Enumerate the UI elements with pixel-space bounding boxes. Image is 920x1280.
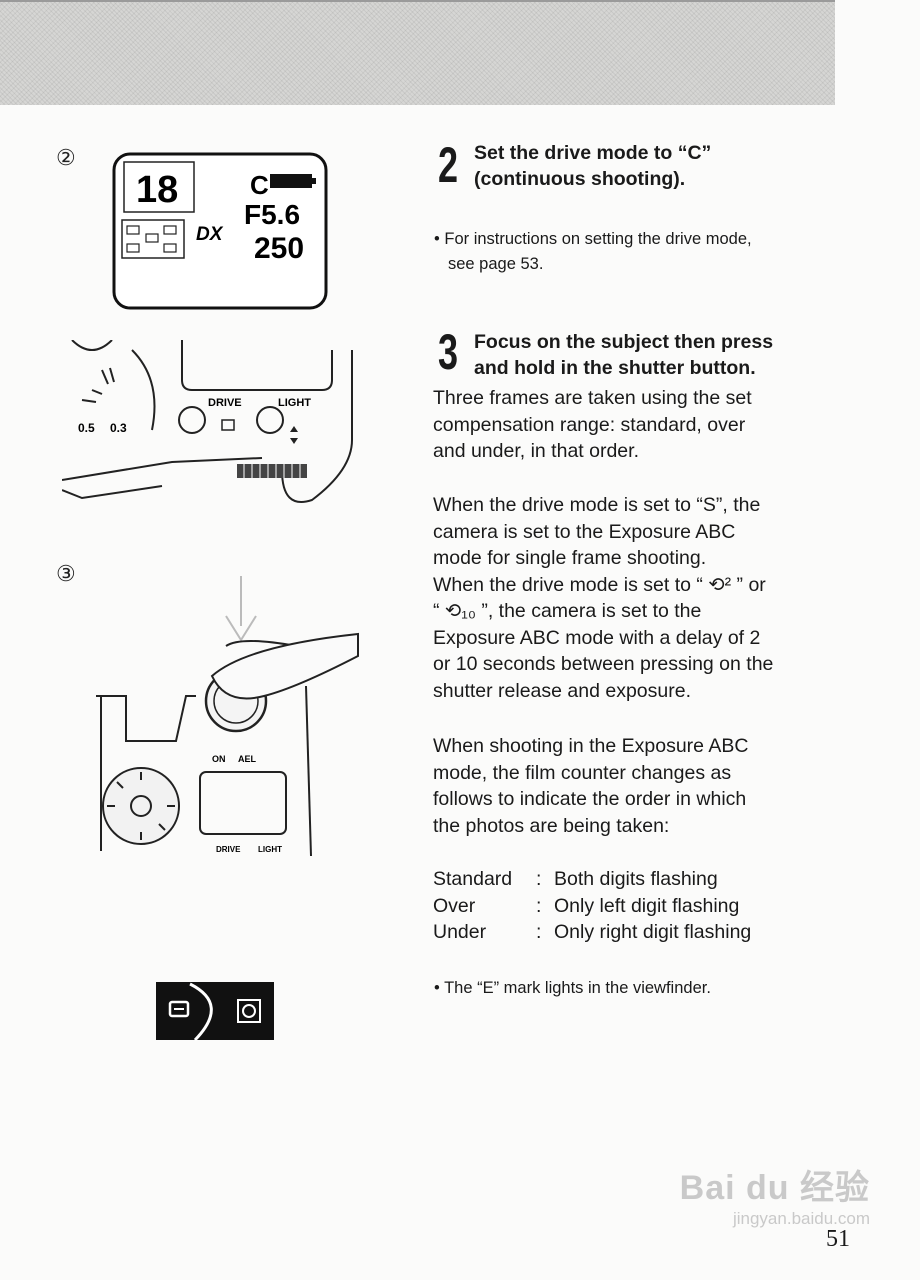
step-3-paragraph-2: When the drive mode is set to “S”, the c… bbox=[433, 492, 773, 704]
row-description: Only left digit flashing bbox=[554, 894, 740, 917]
viewfinder-e-mark-illustration bbox=[156, 982, 274, 1042]
text-line: Three frames are taken using the set bbox=[433, 387, 752, 409]
row-description: Both digits flashing bbox=[554, 868, 718, 890]
camera-ael-label: AEL bbox=[238, 754, 257, 764]
text-line: When the drive mode is set to “S”, the bbox=[433, 494, 761, 516]
viewfinder-note: • The “E” mark lights in the viewfinder. bbox=[434, 979, 711, 997]
text-line: When shooting in the Exposure ABC bbox=[433, 735, 749, 757]
text-line: compensation range: standard, over bbox=[433, 413, 746, 436]
camera-light-label: LIGHT bbox=[258, 845, 282, 854]
lcd-dx: DX bbox=[196, 224, 224, 245]
camera-on-label: ON bbox=[212, 754, 226, 764]
text-line: Exposure ABC mode with a delay of 2 bbox=[433, 626, 761, 649]
drive-dial-illustration: 0.5 0.3 DRIVE LIGHT bbox=[62, 340, 353, 503]
table-row: Standard : Both digits flashing bbox=[433, 866, 751, 893]
page-number: 51 bbox=[826, 1226, 850, 1252]
watermark: Bai du 经验 jingyan.baidu.com bbox=[650, 1160, 870, 1229]
step-2-note-line-2: see page 53. bbox=[448, 255, 544, 273]
step-2-title-line-1: Set the drive mode to “C” bbox=[474, 142, 712, 164]
row-label: Over bbox=[433, 894, 476, 917]
lcd-mode: C bbox=[250, 170, 269, 200]
dial-light-label: LIGHT bbox=[278, 397, 311, 409]
step-2-number: 2 bbox=[438, 137, 459, 193]
camera-drive-label: DRIVE bbox=[216, 845, 241, 854]
lcd-shutter: 250 bbox=[254, 232, 304, 265]
figure-3-marker: ③ bbox=[56, 562, 76, 587]
text-line: follows to indicate the order in which bbox=[433, 788, 747, 810]
row-separator: : bbox=[536, 868, 542, 890]
step-3-title-line-1: Focus on the subject then press bbox=[474, 331, 774, 353]
text-line: and under, in that order. bbox=[433, 440, 639, 462]
row-separator: : bbox=[536, 921, 542, 943]
text-line: mode for single frame shooting. bbox=[433, 547, 707, 569]
row-label: Standard bbox=[433, 868, 513, 890]
text-line: “ ⟲₁₀ ”, the camera is set to the bbox=[433, 600, 702, 622]
text-line: mode, the film counter changes as bbox=[433, 761, 732, 784]
text-line: or 10 seconds between pressing on the bbox=[433, 653, 774, 675]
table-row: Over : Only left digit flashing bbox=[433, 893, 751, 920]
step-3-title: Focus on the subject then press and hold… bbox=[474, 329, 773, 381]
dial-drive-label: DRIVE bbox=[208, 397, 242, 409]
lcd-counter: 18 bbox=[136, 169, 178, 211]
step-2-note: • For instructions on setting the drive … bbox=[434, 227, 752, 277]
row-separator: : bbox=[536, 894, 542, 917]
step-2-title-line-2: (continuous shooting). bbox=[474, 168, 686, 190]
lcd-aperture: F5.6 bbox=[244, 199, 300, 230]
step-2-title: Set the drive mode to “C” (continuous sh… bbox=[474, 140, 711, 192]
step-3-paragraph-3: When shooting in the Exposure ABC mode, … bbox=[433, 733, 748, 839]
text-line: When the drive mode is set to “ ⟲² ” or bbox=[433, 573, 766, 596]
table-row: Under : Only right digit flashing bbox=[433, 919, 751, 946]
figure-2-marker: ② bbox=[56, 146, 76, 171]
step-3-number: 3 bbox=[438, 324, 459, 380]
step-2-note-line-1: • For instructions on setting the drive … bbox=[434, 230, 752, 248]
row-description: Only right digit flashing bbox=[554, 921, 752, 943]
dial-value-1: 0.5 bbox=[78, 421, 95, 435]
film-counter-table: Standard : Both digits flashing Over : O… bbox=[433, 866, 751, 946]
step-3-title-line-2: and hold in the shutter button. bbox=[474, 357, 756, 379]
watermark-url: jingyan.baidu.com bbox=[732, 1209, 870, 1228]
shutter-press-illustration: ON AEL DRIVE LIGHT bbox=[96, 576, 359, 857]
text-line: camera is set to the Exposure ABC bbox=[433, 520, 736, 543]
dial-value-2: 0.3 bbox=[110, 421, 127, 435]
step-3-paragraph-1: Three frames are taken using the set com… bbox=[433, 385, 752, 465]
text-line: the photos are being taken: bbox=[433, 814, 670, 837]
header-band bbox=[0, 0, 835, 105]
lcd-panel-illustration: 18 C F5.6 DX 250 bbox=[112, 152, 328, 310]
watermark-brand: Bai du 经验 bbox=[679, 1169, 870, 1207]
row-label: Under bbox=[433, 921, 487, 943]
text-line: shutter release and exposure. bbox=[433, 679, 691, 702]
